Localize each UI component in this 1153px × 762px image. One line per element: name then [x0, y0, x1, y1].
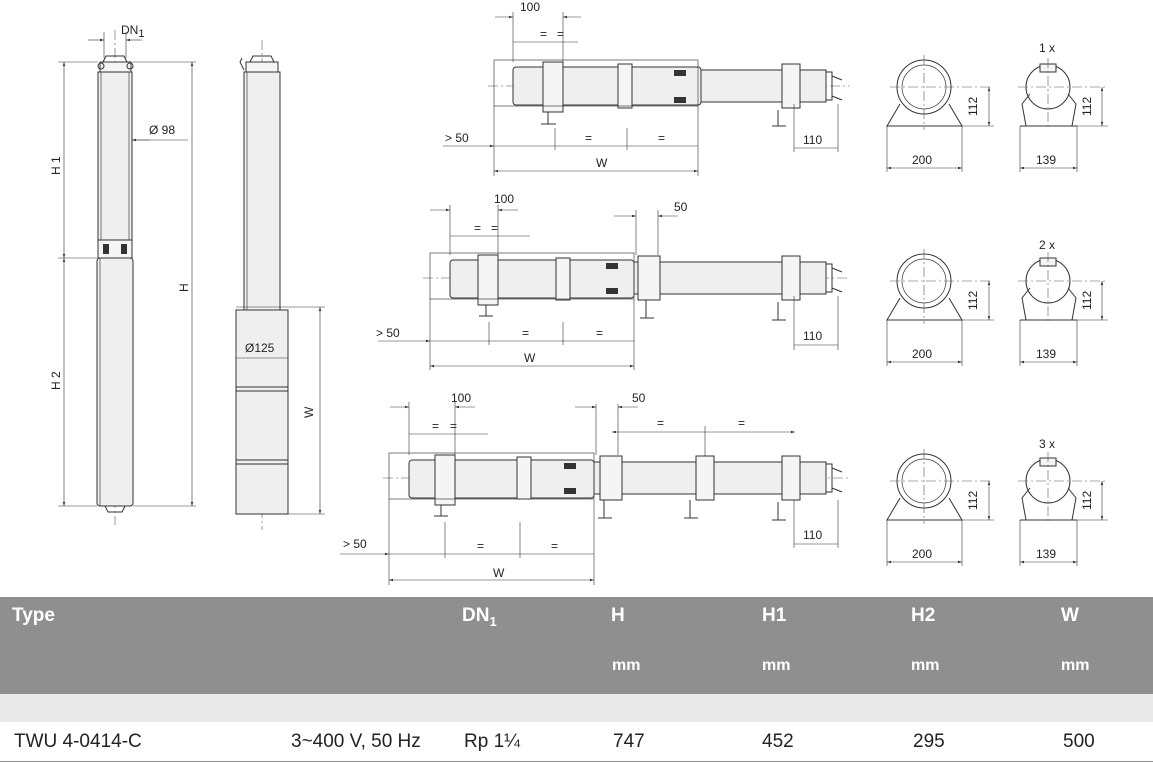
unit-h2: mm [911, 657, 940, 674]
dn1-label: DN1 [121, 23, 144, 40]
s2-count-label: 2 x [1039, 238, 1055, 252]
diameter-98-dimension: Ø 98 [132, 123, 188, 142]
dn1-dimension: DN1 [88, 23, 144, 58]
horizontal-layout-3: 100 = = 50 = = > 50 = = W 110 [340, 391, 850, 585]
l3-eq-mid-b: = [738, 416, 745, 430]
l2-gt50-label: > 50 [376, 326, 400, 340]
pump-side-view: W Ø125 [235, 40, 325, 530]
s1-139-label: 139 [1036, 153, 1056, 167]
l2-eq-a: = [522, 326, 529, 340]
s1-small-112-label: 112 [1080, 97, 1094, 116]
s1-112-label: 112 [966, 97, 980, 116]
l3-eq-top-a: = [432, 419, 439, 433]
header-h1: H1 [762, 605, 787, 626]
h-label: H [177, 283, 191, 292]
l2-eq-top-a: = [474, 221, 481, 235]
l1-eq-a: = [585, 131, 592, 145]
s3-112-label: 112 [966, 491, 980, 510]
l3-eq-b: = [551, 539, 558, 553]
header-w: W [1061, 605, 1079, 626]
cell-w: 500 [1063, 731, 1095, 752]
s2-small-112-label: 112 [1080, 291, 1094, 310]
s3-count-label: 3 x [1039, 437, 1055, 451]
h2-label: H 2 [49, 371, 63, 390]
height-dimensions: H 1 H 2 H [49, 61, 196, 507]
l2-w-label: W [524, 351, 536, 365]
l2-100-label: 100 [494, 192, 514, 206]
s3-200-label: 200 [912, 547, 932, 561]
l1-100-label: 100 [520, 0, 540, 14]
header-dn1: DN1 [462, 605, 497, 629]
support-row-3: 200 112 3 x 139 112 [886, 437, 1108, 566]
diameter-98-label: Ø 98 [149, 123, 175, 137]
l1-eq-b: = [658, 131, 665, 145]
l3-gt50-label: > 50 [343, 537, 367, 551]
l2-50-label: 50 [674, 200, 688, 214]
header-h: H [611, 605, 625, 626]
header-h2: H2 [911, 605, 936, 626]
table-row: TWU 4-0414-C 3~400 V, 50 Hz Rp 1¼ 747 45… [0, 722, 1153, 762]
l3-w-label: W [493, 566, 505, 580]
header-type: Type [12, 605, 55, 626]
l1-gt50-label: > 50 [445, 131, 469, 145]
h1-label: H 1 [49, 156, 63, 175]
technical-drawing: DN1 Ø 98 H 1 H 2 H W [49, 0, 1108, 585]
l2-eq-top-b: = [491, 221, 498, 235]
l1-w-label: W [596, 156, 608, 170]
cell-h1: 452 [762, 731, 794, 752]
cell-voltage: 3~400 V, 50 Hz [291, 731, 421, 752]
cell-h2: 295 [913, 731, 945, 752]
l1-eq-top-a: = [540, 27, 547, 41]
s1-200-label: 200 [912, 153, 932, 167]
unit-w: mm [1061, 657, 1090, 674]
l3-eq-mid-a: = [657, 416, 664, 430]
side-w-label: W [302, 406, 316, 418]
unit-h1: mm [762, 657, 791, 674]
l3-eq-a: = [477, 539, 484, 553]
l3-50-label: 50 [632, 391, 646, 405]
pump-front-view [96, 30, 134, 525]
l3-100-label: 100 [451, 391, 471, 405]
s1-count-label: 1 x [1039, 41, 1055, 55]
specification-table: Type DN1 H H1 H2 W mm mm mm mm TWU 4-041… [0, 597, 1153, 762]
cell-dn1: Rp 1¼ [464, 731, 520, 752]
s3-139-label: 139 [1036, 547, 1056, 561]
l1-eq-top-b: = [557, 27, 564, 41]
s3-small-112-label: 112 [1080, 491, 1094, 510]
table-header: Type DN1 H H1 H2 W mm mm mm mm [0, 597, 1153, 694]
s2-200-label: 200 [912, 347, 932, 361]
support-row-1: 200 112 1 x 139 112 [886, 41, 1108, 172]
horizontal-layout-1: 100 = = > 50 = = W 110 [443, 0, 850, 176]
s2-112-label: 112 [966, 291, 980, 310]
cell-type: TWU 4-0414-C [14, 731, 142, 752]
l3-110-label: 110 [803, 528, 822, 542]
cell-h: 747 [613, 731, 645, 752]
l2-eq-b: = [596, 326, 603, 340]
unit-h: mm [612, 657, 641, 674]
l1-110-label: 110 [803, 133, 822, 147]
horizontal-layout-2: 100 = = 50 > 50 = = W 110 [376, 192, 850, 370]
table-spacer-row [0, 694, 1153, 722]
diameter-125-label: Ø125 [245, 341, 275, 355]
s2-139-label: 139 [1036, 347, 1056, 361]
support-row-2: 200 112 2 x 139 112 [886, 238, 1108, 366]
l3-eq-top-b: = [450, 419, 457, 433]
l2-110-label: 110 [803, 329, 822, 343]
